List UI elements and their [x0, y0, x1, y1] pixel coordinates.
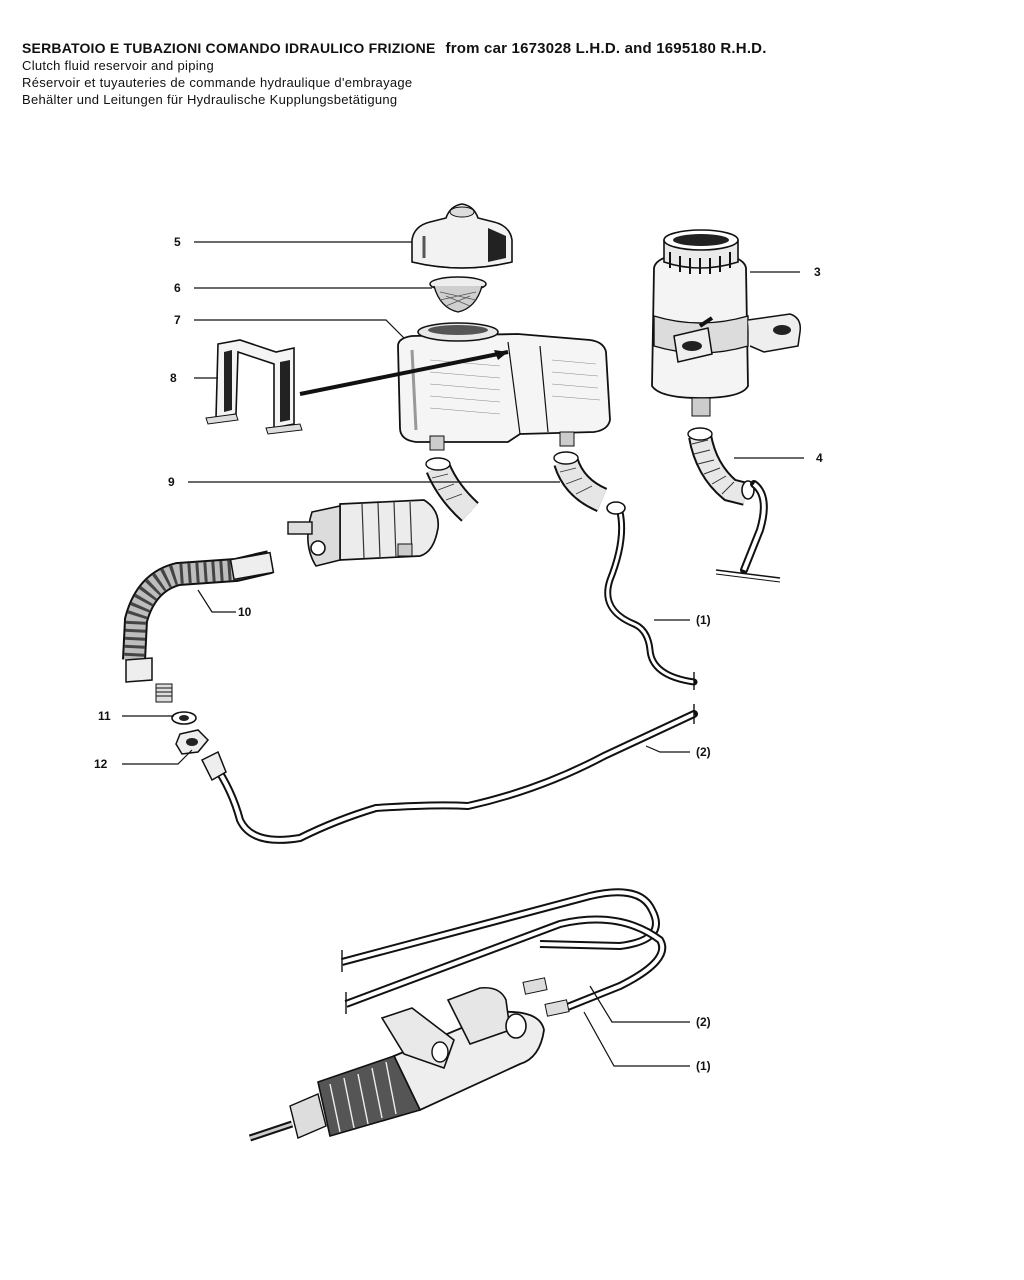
subtitle-english: Clutch fluid reservoir and piping	[22, 58, 214, 73]
callout-labels: 5 6 7 8 9 3 4 10 11 12 (1) (2) (2) (1)	[94, 235, 823, 1073]
leader-p2-top	[645, 745, 690, 753]
callout-6: 6	[174, 281, 181, 295]
callout-pipe-2-top: (2)	[696, 745, 711, 759]
callout-10: 10	[238, 605, 252, 619]
leader-12	[122, 749, 193, 765]
short-hoses	[425, 451, 608, 522]
leader-p2-bottom	[589, 985, 690, 1023]
callout-4: 4	[816, 451, 823, 465]
reservoir-bracket	[205, 339, 509, 435]
callout-pipe-1-top: (1)	[696, 613, 711, 627]
callout-8: 8	[170, 371, 177, 385]
leader-lines	[122, 241, 804, 1067]
washer-and-nut	[171, 711, 210, 755]
round-reservoir	[651, 229, 802, 417]
subtitle-german: Behälter und Leitungen für Hydraulische …	[22, 92, 398, 107]
fluid-reservoir	[397, 322, 611, 451]
reservoir-cap	[411, 203, 513, 269]
callout-12: 12	[94, 757, 108, 771]
title-row: SERBATOIO E TUBAZIONI COMANDO IDRAULICO …	[22, 40, 1012, 57]
leader-7	[194, 319, 405, 339]
master-cylinder	[287, 499, 440, 567]
slave-cylinder-assembly	[248, 888, 667, 1142]
leader-p1-bottom	[583, 1011, 690, 1067]
callout-11: 11	[98, 709, 111, 723]
leader-10	[197, 589, 236, 613]
pipe-2-lower	[200, 704, 698, 844]
callout-pipe-1-bottom: (1)	[696, 1059, 711, 1073]
applicability-note: from car 1673028 L.H.D. and 1695180 R.H.…	[445, 40, 767, 57]
page-title: SERBATOIO E TUBAZIONI COMANDO IDRAULICO …	[22, 40, 436, 56]
callout-pipe-2-bottom: (2)	[696, 1015, 711, 1029]
callout-9: 9	[168, 475, 175, 489]
reservoir-hose	[687, 427, 781, 583]
flexible-hose	[122, 550, 275, 703]
subtitle-french: Réservoir et tuyauteries de commande hyd…	[22, 75, 413, 90]
callout-5: 5	[174, 235, 181, 249]
filter-strainer	[429, 276, 487, 313]
callout-3: 3	[814, 265, 821, 279]
callout-7: 7	[174, 313, 181, 327]
page-header: SERBATOIO E TUBAZIONI COMANDO IDRAULICO …	[22, 40, 1012, 108]
pipe-1-upper	[604, 501, 698, 690]
